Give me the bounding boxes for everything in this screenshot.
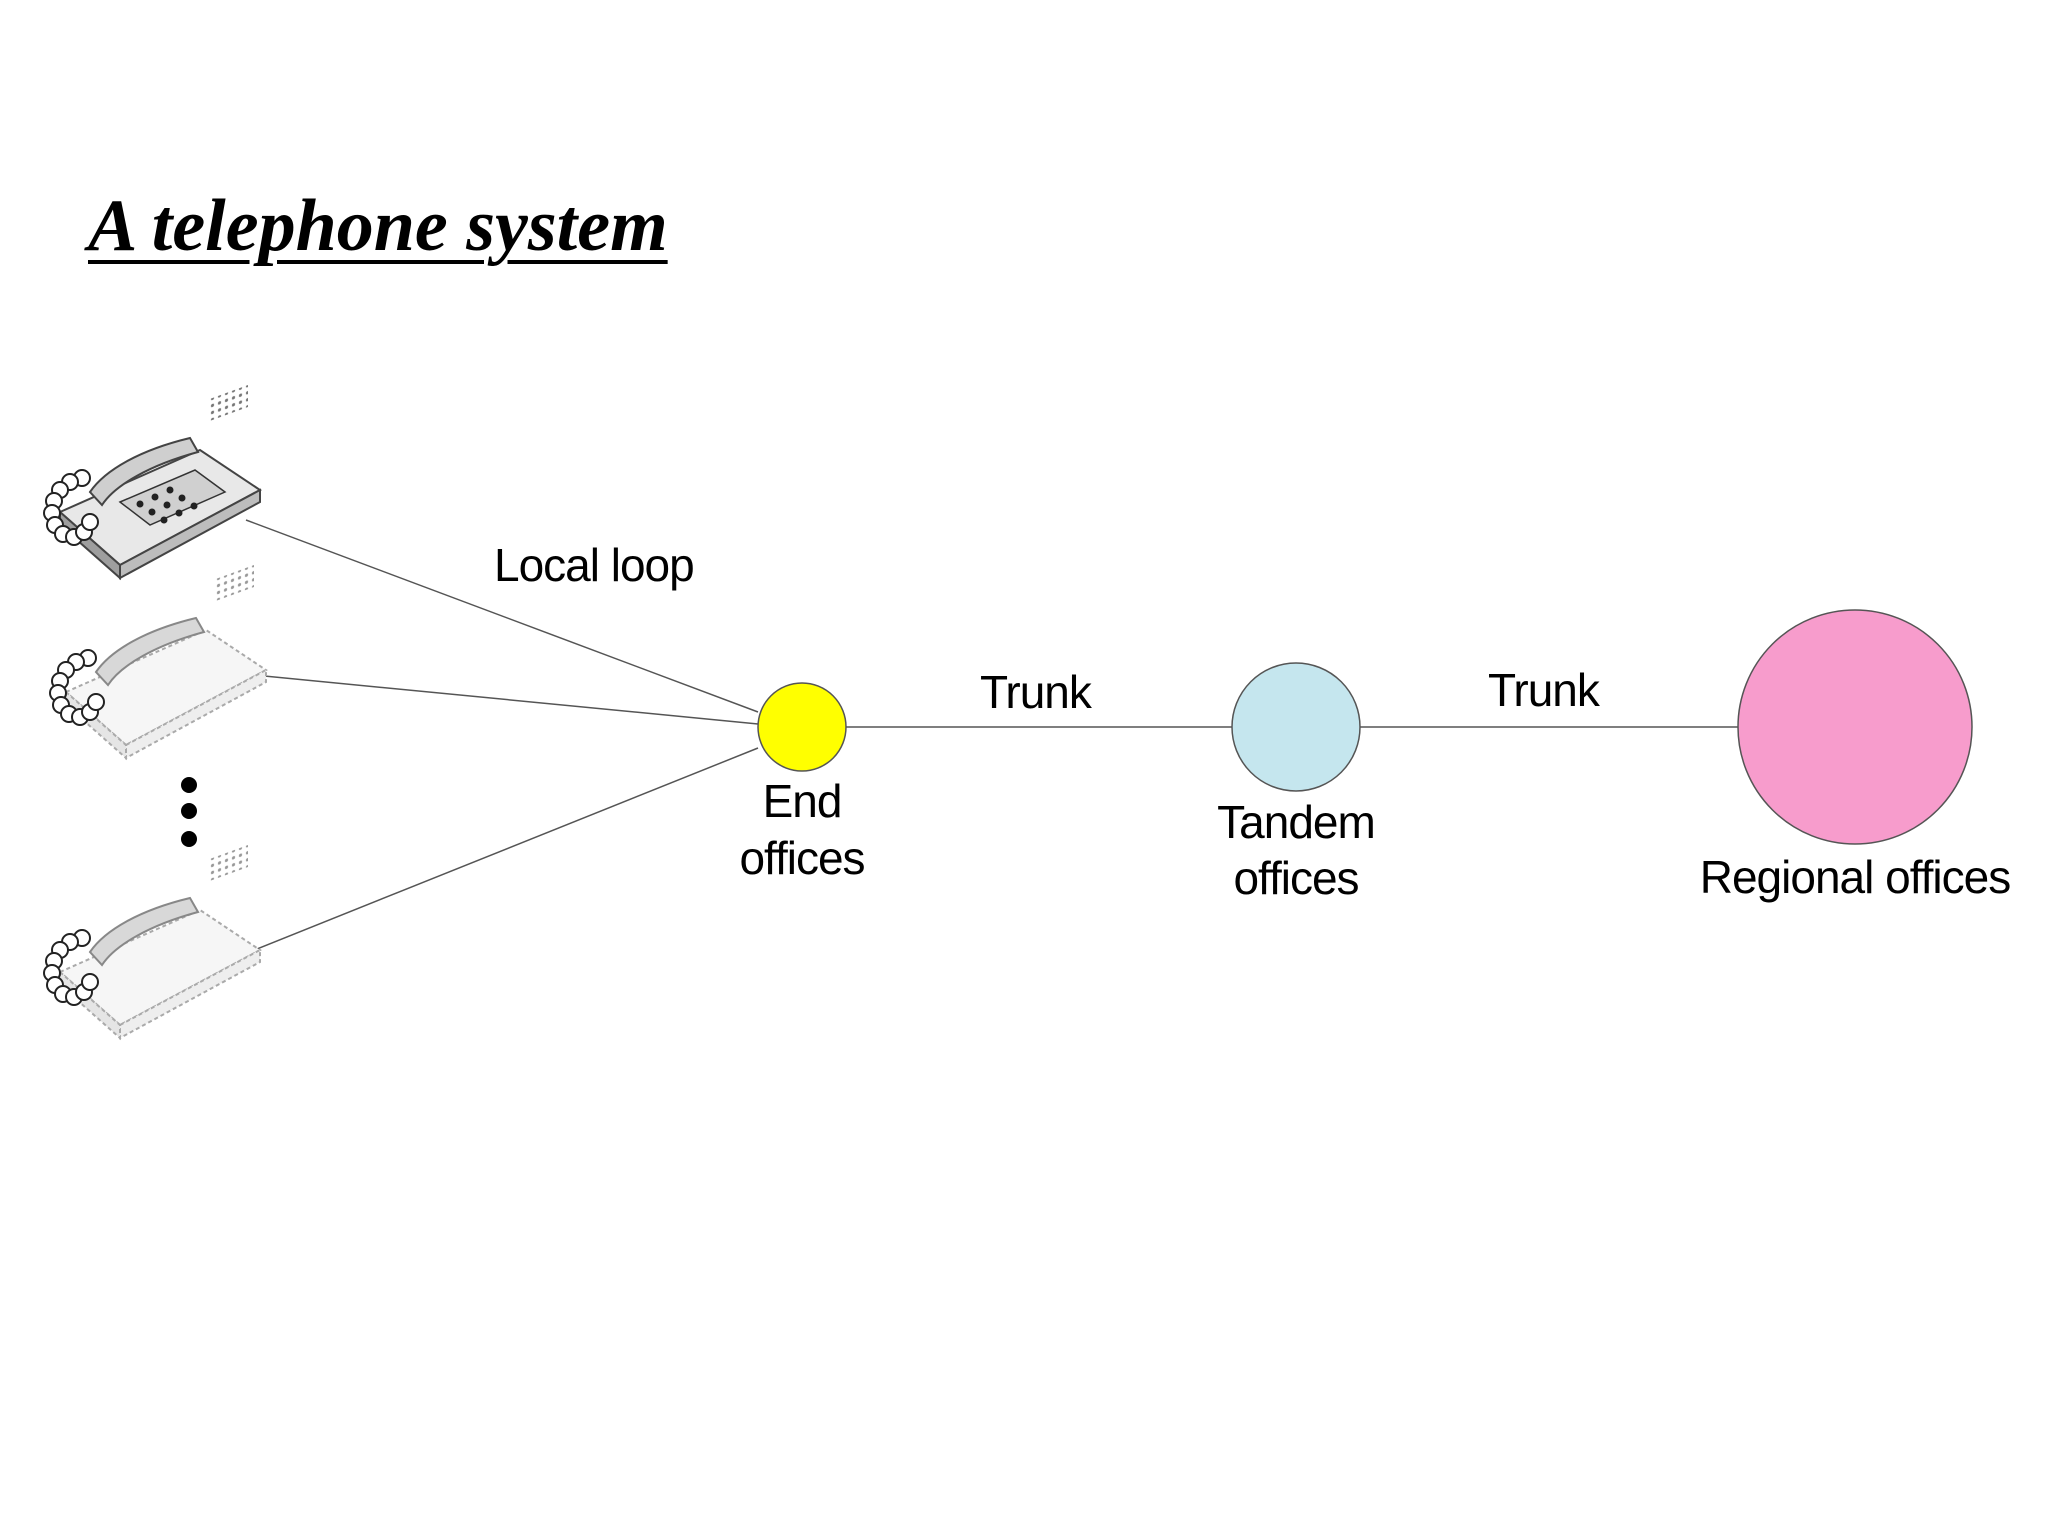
trunk-label-1: Trunk <box>980 666 1093 718</box>
slide-title: A telephone system <box>88 185 668 267</box>
end-offices-label-line1: End <box>763 775 842 827</box>
telephone-icon <box>49 564 267 759</box>
end-office-node <box>757 682 847 772</box>
telephone-icon <box>43 844 261 1039</box>
vertical-ellipsis-icon <box>181 777 197 847</box>
tandem-offices-label-line2: offices <box>1233 852 1358 904</box>
regional-office-node <box>1737 609 1973 845</box>
local-loop-line-1 <box>245 519 759 713</box>
local-loop-label: Local loop <box>494 539 694 591</box>
tandem-office-node <box>1231 662 1361 792</box>
trunk-label-2: Trunk <box>1488 664 1601 716</box>
telephone-icon <box>43 384 261 579</box>
local-loop-line-3 <box>241 747 759 956</box>
regional-offices-label: Regional offices <box>1700 851 2010 903</box>
local-loop-line-2 <box>253 674 759 725</box>
end-offices-label-line2: offices <box>739 832 864 884</box>
tandem-offices-label-line1: Tandem <box>1217 796 1375 848</box>
